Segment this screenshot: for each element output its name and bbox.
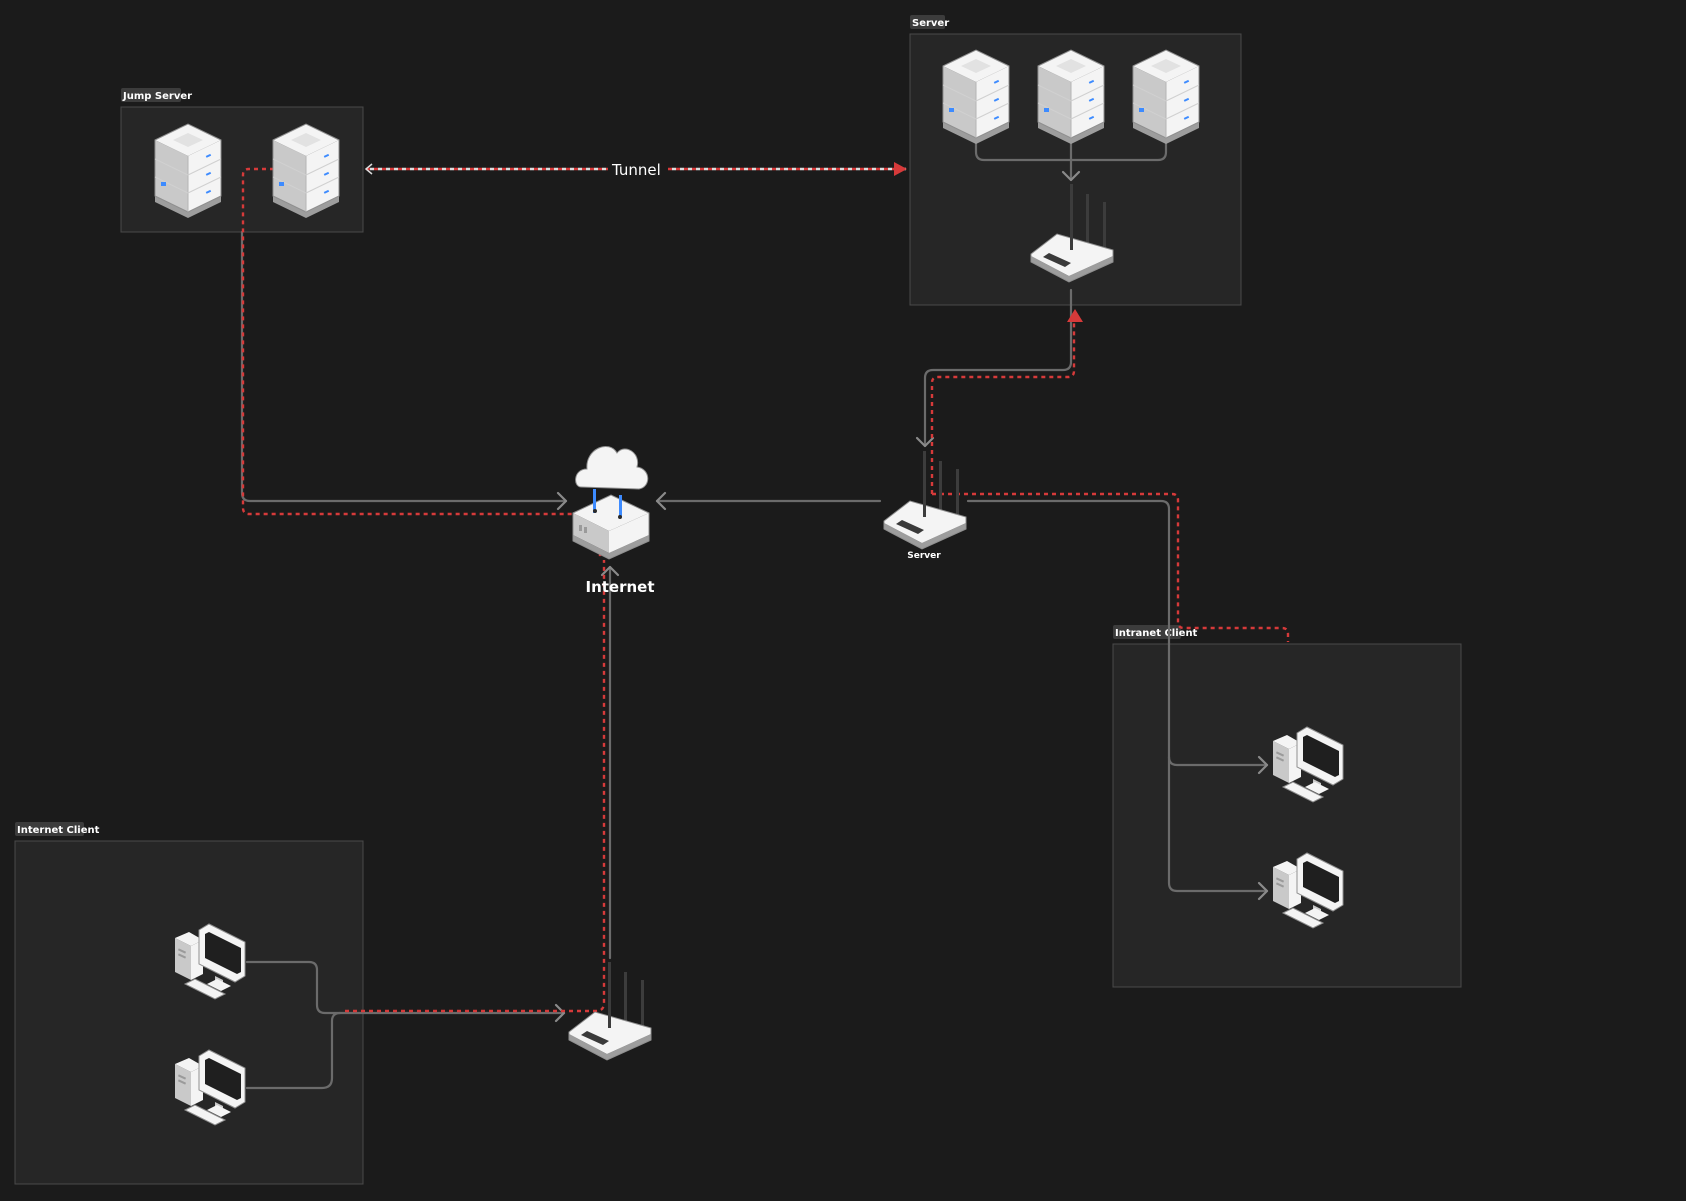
intranet-client-group: Intranet Client xyxy=(1112,625,1462,988)
jump-server-group-label: Jump Server xyxy=(122,91,192,102)
internet-client-group-label: Internet Client xyxy=(17,825,100,836)
server-group-label: Server xyxy=(912,18,949,29)
internet-client-group: Internet Client xyxy=(14,822,364,1185)
server-rack-icon[interactable] xyxy=(1037,49,1105,145)
client-gateway-router-icon[interactable] xyxy=(568,961,652,1061)
jump-server-rack-icon[interactable] xyxy=(272,123,340,219)
internet-cloud-router-icon[interactable] xyxy=(572,445,650,560)
tunnel-arrowhead xyxy=(894,162,907,176)
tunnel-paths: Tunnel xyxy=(241,161,1290,1013)
internet-label: Internet xyxy=(585,578,654,596)
tunnel-arrowhead-up xyxy=(1067,309,1083,322)
intranet-client-group-label: Intranet Client xyxy=(1115,628,1198,639)
jump-server-rack-icon[interactable] xyxy=(154,123,222,219)
tunnel-label: Tunnel xyxy=(611,161,661,179)
edge-router-label: Server xyxy=(907,551,941,561)
server-rack-icon[interactable] xyxy=(942,49,1010,145)
edge-router-icon[interactable] xyxy=(883,450,967,550)
server-rack-icon[interactable] xyxy=(1132,49,1200,145)
